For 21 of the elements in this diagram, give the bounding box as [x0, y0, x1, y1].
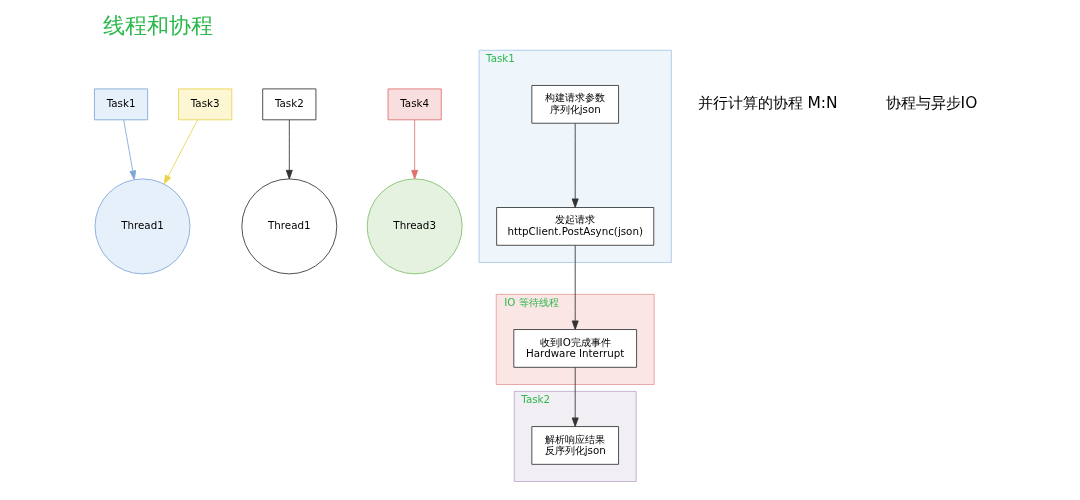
node-box: Task2 [262, 88, 317, 121]
node-box: 构建请求参数 序列化json [531, 85, 619, 124]
arrow [123, 119, 137, 180]
node-box: Task3 [178, 88, 233, 121]
arrow [163, 119, 198, 185]
node-circle: Thread1 [94, 178, 191, 275]
arrow [571, 123, 579, 208]
node-circle: Thread3 [366, 178, 463, 275]
arrow [411, 119, 419, 180]
node-box: Task1 [94, 88, 149, 121]
label: 并行计算的协程 M:N [697, 94, 838, 113]
node-circle: Thread1 [241, 178, 338, 275]
node-box: 解析响应结果 反序列化json [531, 426, 619, 465]
label: 协程与异步IO [885, 94, 978, 113]
arrow [285, 119, 293, 180]
arrow [571, 245, 579, 330]
node-box: Task4 [387, 88, 442, 121]
diagram-title: 线程和协程 [102, 11, 213, 38]
arrow [571, 367, 579, 427]
node-box: 发起请求 httpClient.PostAsync(json) [496, 207, 655, 246]
node-box: 收到IO完成事件 Hardware Interrupt [513, 329, 637, 368]
